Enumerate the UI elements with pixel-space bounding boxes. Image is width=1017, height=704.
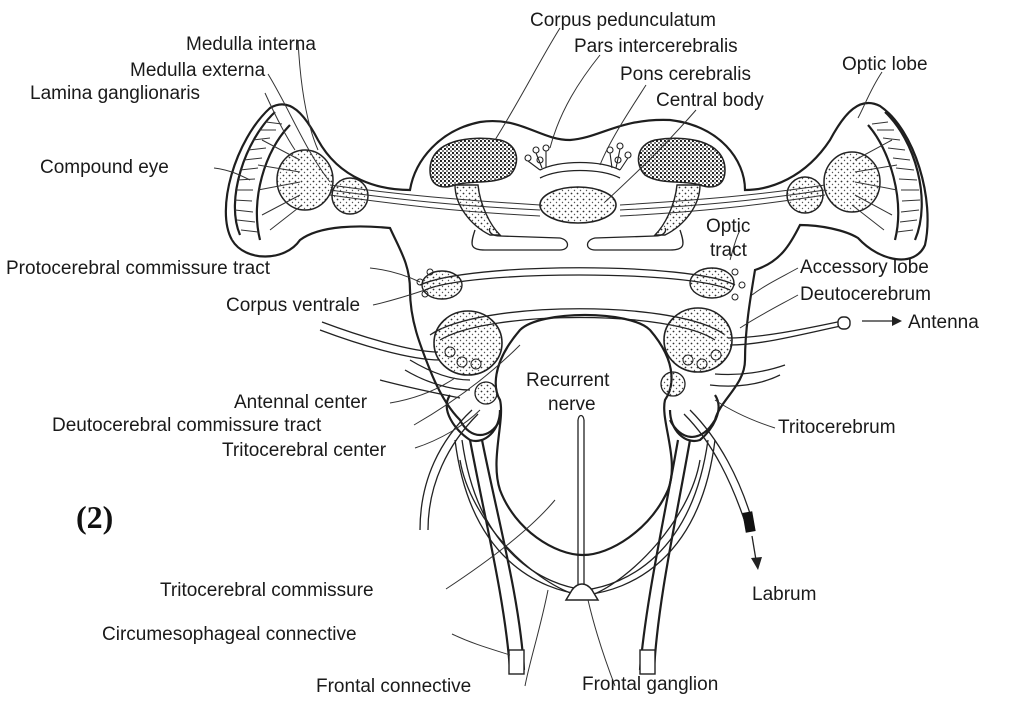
compound-eye-left-hatching bbox=[234, 122, 282, 232]
antennal-center-right bbox=[664, 308, 732, 372]
label-optic-tract-2: tract bbox=[710, 240, 748, 261]
labrum-arrow bbox=[752, 536, 756, 560]
label-accessory-lobe: Accessory lobe bbox=[800, 257, 929, 278]
label-central-body: Central body bbox=[656, 90, 764, 111]
medulla-externa-right bbox=[824, 152, 880, 212]
labral-nerve-right bbox=[684, 410, 752, 522]
label-corpus-pedunculatum: Corpus pedunculatum bbox=[530, 10, 716, 31]
central-body bbox=[540, 187, 616, 223]
pons-cerebralis bbox=[540, 163, 620, 179]
label-circumesophageal-connective: Circumesophageal connective bbox=[102, 624, 357, 645]
label-compound-eye: Compound eye bbox=[40, 157, 169, 178]
label-frontal-connective: Frontal connective bbox=[316, 676, 471, 697]
corpus-pedunculatum-left bbox=[430, 138, 517, 187]
labral-nerve-left bbox=[420, 410, 478, 530]
recurrent-nerve bbox=[578, 420, 584, 590]
recurrent-nerve-tip bbox=[578, 416, 584, 421]
label-medulla-externa: Medulla externa bbox=[130, 60, 266, 81]
antenna-stub-right bbox=[838, 317, 850, 329]
pars-intercerebralis-cells bbox=[525, 143, 631, 170]
label-tritocerebral-center: Tritocerebral center bbox=[222, 440, 387, 461]
labrum-arrowhead bbox=[751, 557, 762, 570]
lateral-nerves-right bbox=[710, 365, 785, 386]
connective-stub-left bbox=[509, 650, 524, 674]
label-deutocerebrum: Deutocerebrum bbox=[800, 284, 931, 305]
label-tritocerebrum: Tritocerebrum bbox=[778, 417, 896, 438]
label-frontal-ganglion: Frontal ganglion bbox=[582, 674, 718, 695]
connective-stub-right bbox=[640, 650, 655, 674]
label-optic-tract-1: Optic bbox=[706, 216, 750, 237]
label-tritocerebral-commissure: Tritocerebral commissure bbox=[160, 580, 374, 601]
label-antenna: Antenna bbox=[908, 312, 979, 333]
label-medulla-interna: Medulla interna bbox=[186, 34, 316, 55]
label-pars-intercerebralis: Pars intercerebralis bbox=[574, 36, 738, 57]
label-lamina-ganglionaris: Lamina ganglionaris bbox=[30, 83, 200, 104]
label-optic-lobe: Optic lobe bbox=[842, 54, 928, 75]
labrum-stub bbox=[742, 511, 755, 532]
corpus-pedunculatum-right bbox=[638, 138, 725, 187]
tritocerebral-center-left bbox=[475, 382, 497, 404]
tritocerebral-center-right bbox=[661, 372, 685, 396]
peduncle-right bbox=[655, 185, 700, 235]
antennal-center-left bbox=[434, 311, 502, 375]
antenna-nerve-left bbox=[320, 322, 440, 360]
label-corpus-ventrale: Corpus ventrale bbox=[226, 295, 360, 316]
label-recurrent-nerve-2: nerve bbox=[548, 394, 596, 415]
figure-label: (2) bbox=[76, 499, 113, 535]
peduncle-left bbox=[455, 185, 500, 235]
label-pons-cerebralis: Pons cerebralis bbox=[620, 64, 751, 85]
antenna-arrowhead bbox=[892, 316, 902, 326]
label-labrum: Labrum bbox=[752, 584, 816, 605]
label-antennal-center: Antennal center bbox=[234, 392, 368, 413]
label-deutocerebral-commissure-tract: Deutocerebral commissure tract bbox=[52, 415, 322, 436]
label-protocerebral-commissure-tract: Protocerebral commissure tract bbox=[6, 258, 271, 279]
accessory-lobe-right bbox=[690, 268, 734, 298]
protocerebral-commissure bbox=[420, 268, 735, 290]
label-recurrent-nerve-1: Recurrent bbox=[526, 370, 610, 391]
frontal-ganglion-shape bbox=[566, 584, 598, 600]
medulla-externa-left bbox=[277, 150, 333, 210]
